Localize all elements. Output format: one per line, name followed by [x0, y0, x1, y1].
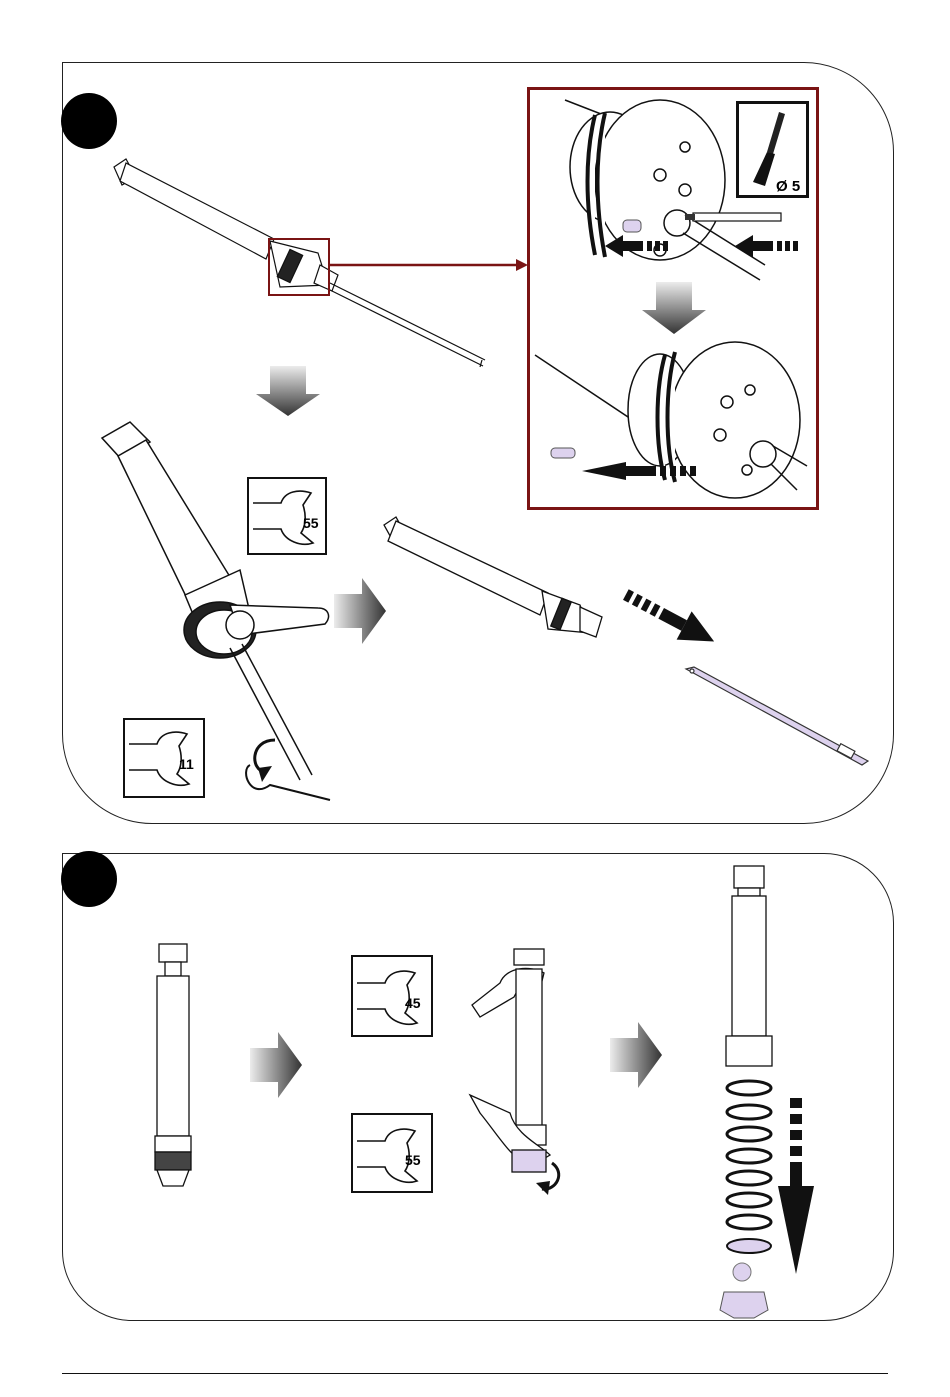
- wrench-45-box: 45: [351, 955, 433, 1037]
- wrench-45-label: 45: [405, 995, 421, 1011]
- wrench-55-box-step2: 55: [351, 1113, 433, 1193]
- step1-down-arrow: [256, 366, 320, 416]
- pin-drift-icon: [747, 108, 797, 188]
- wrench-55-box: 55: [247, 477, 327, 555]
- cartridge-vertical-drawing: [135, 942, 215, 1192]
- drift-diameter-label: Ø 5: [776, 178, 800, 195]
- damper-rod-drawing: [682, 665, 872, 770]
- zoom-connector-arrow: [330, 258, 530, 272]
- wrench-55-label: 55: [303, 515, 319, 531]
- drift-tool-box: Ø 5: [736, 101, 809, 198]
- step2-right-arrow-1: [250, 1032, 302, 1098]
- cartridge-two-wrenches-drawing: [470, 945, 590, 1205]
- step-1-marker: [61, 93, 117, 149]
- pin-removal-arrow: [582, 458, 704, 484]
- pin-push-arrow-left: [605, 233, 670, 259]
- cartridge-body-drawing: [380, 505, 610, 645]
- exploded-cartridge-drawing: [712, 862, 782, 1318]
- rod-removal-arrow: [620, 588, 720, 648]
- drift-push-arrow: [735, 233, 800, 259]
- detail-down-arrow: [642, 282, 706, 334]
- footer-rule: [62, 1373, 888, 1374]
- wrench-11-label: 11: [179, 756, 194, 772]
- zoom-highlight-box: [268, 238, 330, 296]
- step-2-marker: [61, 851, 117, 907]
- step1-right-arrow: [334, 578, 386, 644]
- parts-removal-arrow: [778, 1098, 818, 1274]
- wrench-11-box: 11: [123, 718, 205, 798]
- step2-right-arrow-2: [610, 1022, 662, 1088]
- wrench-55-label-step2: 55: [405, 1152, 421, 1168]
